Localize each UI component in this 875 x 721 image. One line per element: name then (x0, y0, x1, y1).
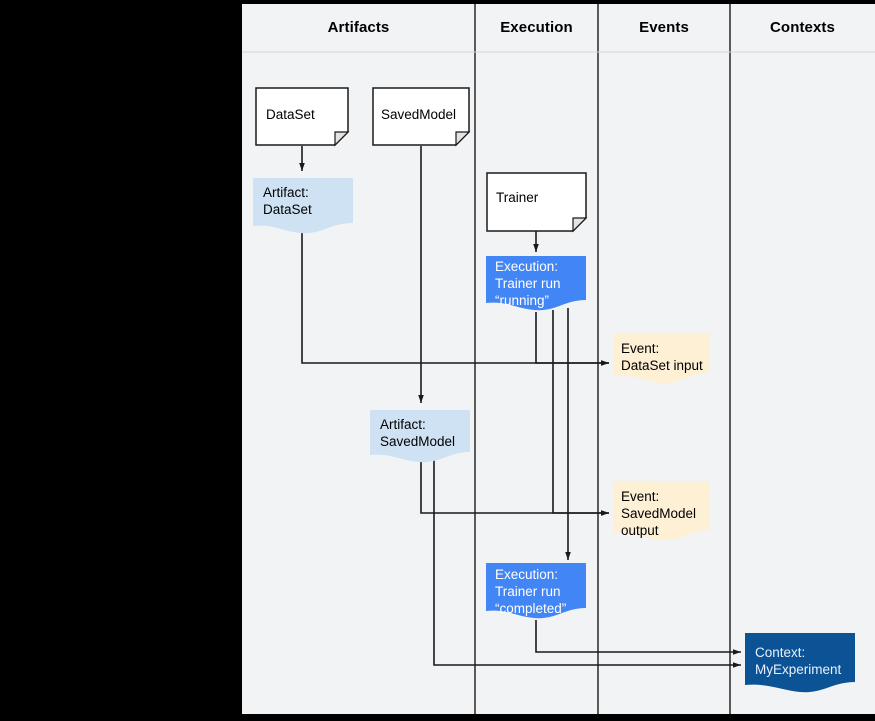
artifact-savedmodel-shape (370, 410, 470, 463)
edge-artifact-savedmodel-to-event-savedmodel-output (420, 462, 609, 516)
node-savedmodel-doc[interactable] (372, 87, 471, 147)
node-trainer-doc[interactable] (486, 172, 588, 233)
execution-completed-shape (486, 563, 586, 619)
node-context-myexperiment[interactable] (745, 633, 855, 693)
execution-running-shape (486, 256, 586, 311)
trainer-doc-fold (572, 217, 588, 233)
edge-execution-completed-to-context (535, 620, 741, 655)
node-execution-running[interactable] (486, 256, 586, 311)
node-event-dataset-input[interactable] (613, 333, 710, 384)
event-dataset-input-shape (613, 333, 710, 384)
node-dataset-doc[interactable] (255, 87, 350, 147)
node-execution-completed[interactable] (486, 563, 586, 619)
lane-header-events: Events (639, 19, 689, 36)
event-savedmodel-output-shape (613, 481, 710, 541)
dataset-doc-fold (334, 131, 350, 147)
lane-header-artifacts: Artifacts (327, 19, 390, 36)
context-myexperiment-shape (745, 633, 855, 693)
node-event-savedmodel-output[interactable] (613, 481, 710, 541)
edge-execution-running-to-event-dataset-input (535, 312, 609, 366)
swimlane-dividers (242, 4, 875, 714)
trainer-doc-shape (486, 172, 587, 232)
node-artifact-dataset[interactable] (253, 178, 353, 234)
lane-header-execution: Execution (500, 19, 573, 36)
dataset-doc-shape (255, 87, 349, 146)
artifact-dataset-shape (253, 178, 353, 234)
edge-artifact-savedmodel-to-context (433, 460, 741, 668)
node-artifact-savedmodel[interactable] (370, 410, 470, 463)
edge-artifact-dataset-to-event-dataset-input (301, 232, 609, 366)
edge-execution-running-to-event-savedmodel-output (552, 310, 609, 516)
connectors (299, 146, 741, 668)
savedmodel-doc-fold (455, 131, 471, 147)
lane-header-contexts: Contexts (770, 19, 835, 36)
savedmodel-doc-shape (372, 87, 470, 146)
